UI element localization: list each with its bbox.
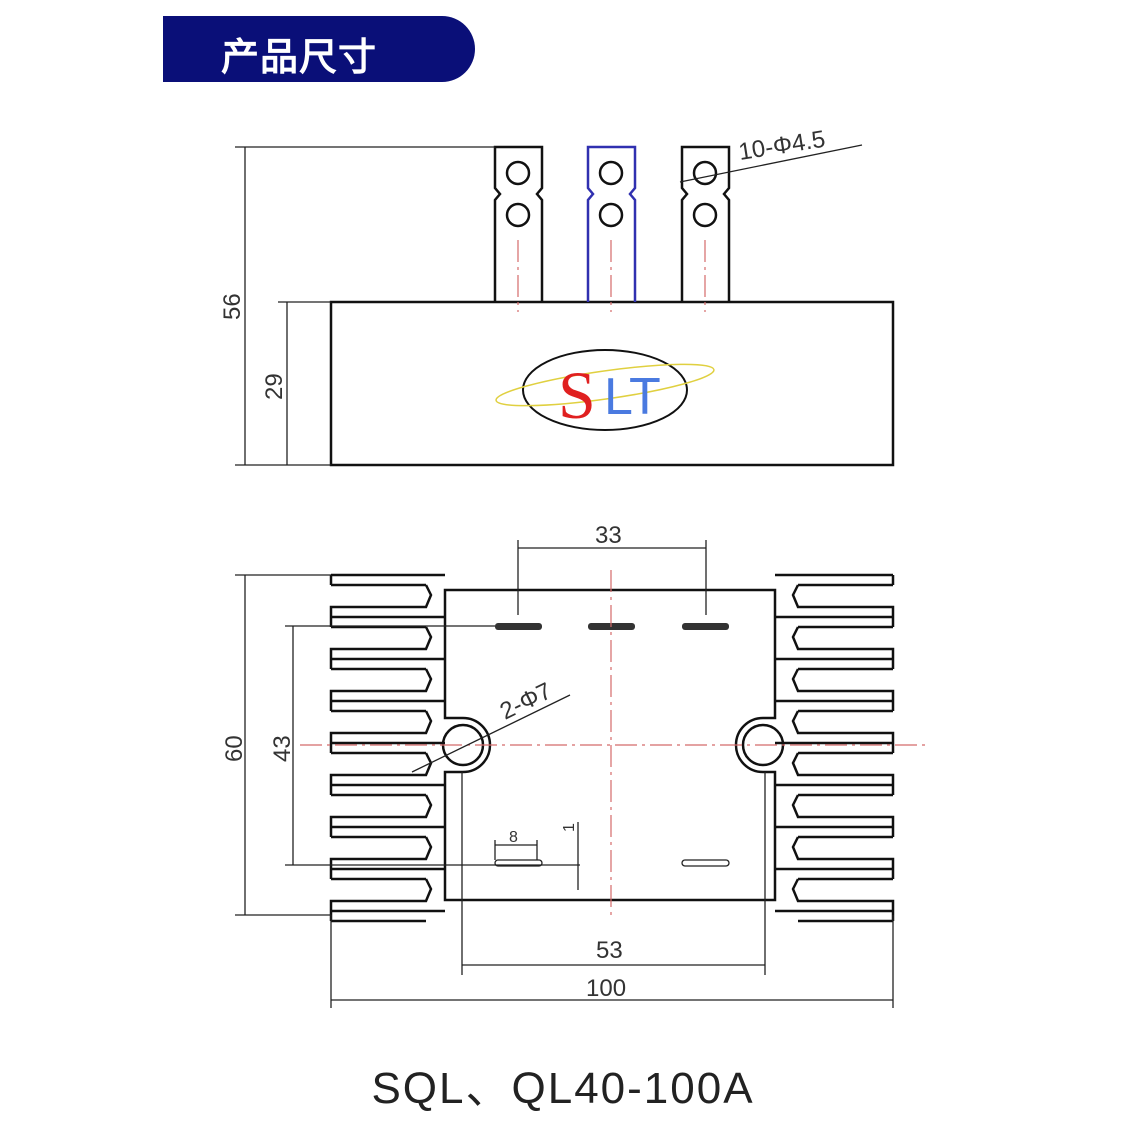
fin: [329, 825, 445, 839]
fin-gap: [329, 710, 433, 743]
base-plate: [443, 588, 777, 902]
hole-note: 10-Φ4.5: [737, 126, 827, 166]
fin-gap: [791, 794, 895, 827]
dim-8: 8: [509, 829, 518, 846]
logo-s: S: [558, 357, 596, 433]
body-outline: [329, 300, 895, 467]
dim-33: 33: [595, 522, 622, 549]
fin-gap: [329, 626, 433, 659]
section-banner: 产品尺寸: [163, 16, 475, 82]
model-label: SQL、QL40-100A: [371, 1064, 755, 1113]
fin: [329, 783, 445, 797]
dim-53: 53: [596, 937, 623, 964]
fin-gap: [329, 584, 433, 617]
mount-hole-note: 2-Φ7: [496, 678, 556, 726]
fin: [775, 867, 895, 881]
fin-gap: [791, 878, 895, 911]
bottom-view: 33 60 43 2-Φ7 8 1 53 100: [221, 522, 930, 1008]
fin-gap: [791, 584, 895, 617]
fin-gap: [329, 836, 433, 869]
fin: [329, 615, 445, 629]
dim-56: 56: [219, 293, 246, 320]
fin: [775, 657, 895, 671]
dim-1: 1: [561, 823, 578, 832]
dim-60: 60: [221, 735, 248, 762]
top-view: 10-Φ4.5 56 29 S LT: [219, 126, 895, 467]
fin: [775, 615, 895, 629]
fin: [775, 741, 895, 755]
terminal: [586, 145, 637, 302]
fin-gap: [329, 668, 433, 701]
slt-logo: S LT: [495, 349, 715, 433]
fin: [329, 867, 445, 881]
fin: [775, 699, 895, 713]
fin: [329, 741, 445, 755]
fin: [329, 573, 445, 587]
logo-lt: LT: [604, 368, 661, 426]
terminal: [680, 145, 731, 302]
fin: [775, 825, 895, 839]
fin: [775, 573, 895, 587]
fin: [775, 909, 895, 923]
fin: [329, 909, 445, 923]
section-title: 产品尺寸: [221, 35, 378, 79]
fin-gap: [791, 626, 895, 659]
dim-43: 43: [269, 735, 296, 762]
fin-gap: [329, 752, 433, 785]
fin-gap: [329, 794, 433, 827]
fin-gap: [791, 752, 895, 785]
dim-29: 29: [261, 373, 288, 400]
fin-gap: [791, 668, 895, 701]
fin: [329, 657, 445, 671]
fin-gap: [791, 836, 895, 869]
terminal: [493, 145, 544, 302]
dim-100: 100: [586, 975, 626, 1002]
fin: [329, 699, 445, 713]
fin-gap: [329, 878, 433, 911]
fin: [775, 783, 895, 797]
fin-gap: [791, 710, 895, 743]
